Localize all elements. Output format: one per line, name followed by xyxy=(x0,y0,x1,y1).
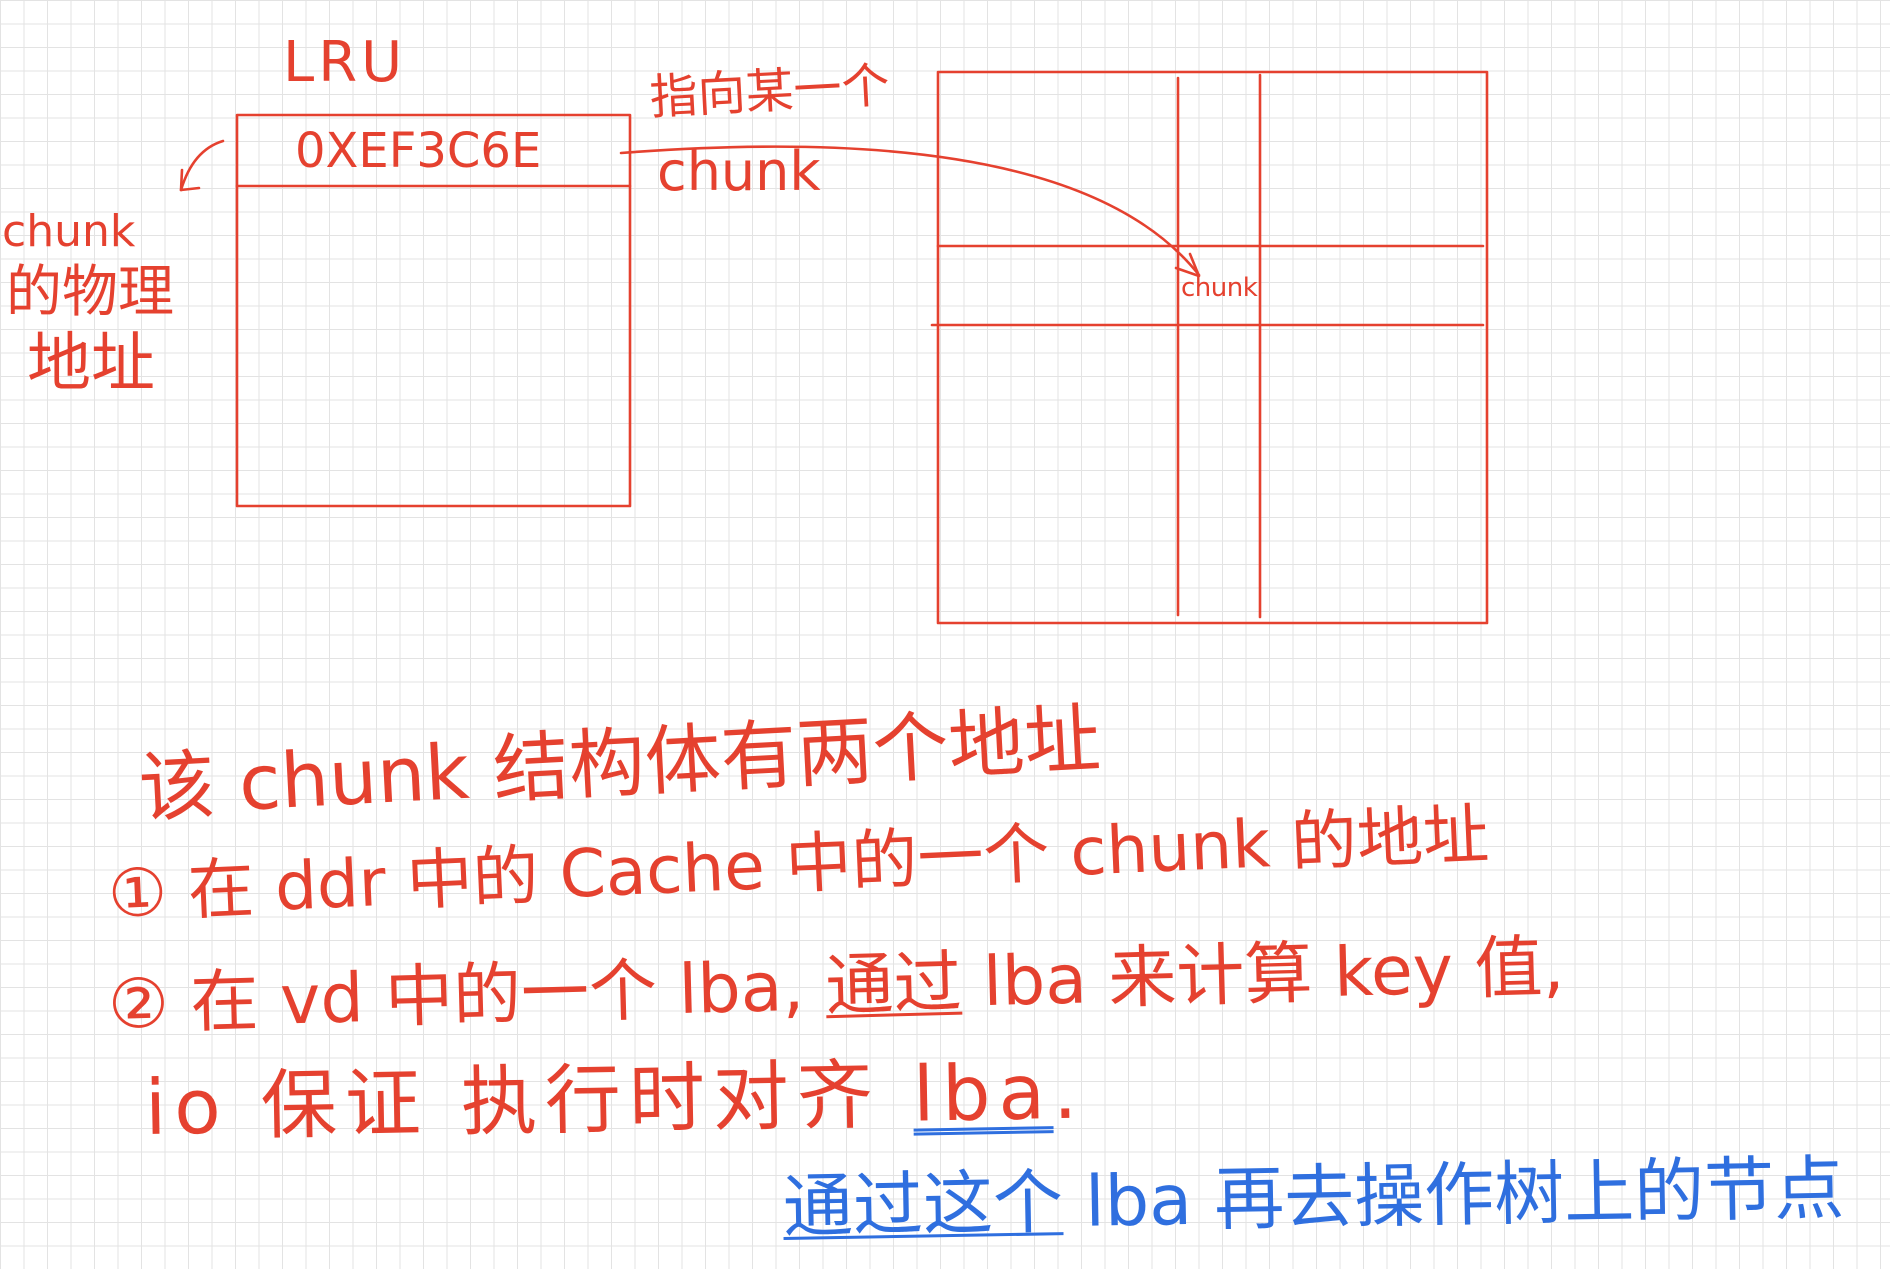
physical-address-note-line-3: 地址 xyxy=(27,327,155,401)
note-io-text-end: . xyxy=(1052,1046,1086,1137)
grid-cell-chunk-label: chunk xyxy=(1181,273,1258,303)
note-item-2-underlined-text: 通过 xyxy=(824,943,963,1027)
lru-table-box xyxy=(235,113,632,508)
physical-address-arrow xyxy=(179,139,225,192)
physical-address-note-line-1: chunk xyxy=(2,206,136,257)
note-item-1-marker: ① xyxy=(106,853,169,933)
note-io-underlined-lba: lba xyxy=(912,1047,1054,1139)
note-item-2-marker: ② xyxy=(106,964,170,1045)
note-item-2-text-end: lba 来计算 key 值, xyxy=(982,927,1566,1023)
physical-address-arrowhead xyxy=(179,168,201,192)
pointer-arrowhead xyxy=(1174,252,1201,278)
pointer-curve-arrow xyxy=(619,145,1201,277)
pointer-note-line-1: 指向某一个 xyxy=(648,57,891,126)
physical-address-note-line-2: 的物理 xyxy=(6,260,174,325)
note-io-alignment: io 保证 执行时对齐 lba. xyxy=(144,1046,1086,1154)
pointer-note-line-2: chunk xyxy=(657,140,821,203)
memory-chunk-grid xyxy=(936,70,1489,625)
note-io-text: io 保证 执行时对齐 xyxy=(144,1050,882,1152)
note-item-2-text: 在 vd 中的一个 lba, xyxy=(189,947,805,1043)
blue-note-underlined-text: 通过这个 xyxy=(782,1161,1064,1248)
lru-label: LRU xyxy=(283,30,407,95)
lru-entry-address: 0XEF3C6E xyxy=(295,123,542,179)
blue-note-text-end: lba 再去操作树上的节点 xyxy=(1084,1147,1845,1243)
